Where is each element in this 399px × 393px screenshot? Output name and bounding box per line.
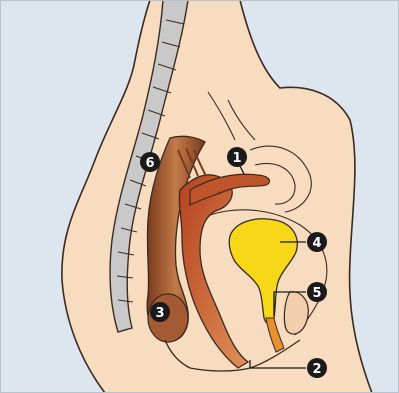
svg-text:6: 6 <box>145 156 154 171</box>
marker-5: 5 <box>307 282 327 302</box>
marker-2: 2 <box>307 358 327 378</box>
svg-text:4: 4 <box>312 236 321 251</box>
marker-4: 4 <box>307 232 327 252</box>
marker-3: 3 <box>150 302 170 322</box>
svg-text:2: 2 <box>312 362 321 377</box>
svg-text:5: 5 <box>312 286 321 301</box>
marker-6: 6 <box>140 152 160 172</box>
marker-1: 1 <box>227 147 247 167</box>
svg-text:3: 3 <box>155 306 164 321</box>
svg-text:1: 1 <box>232 151 241 166</box>
